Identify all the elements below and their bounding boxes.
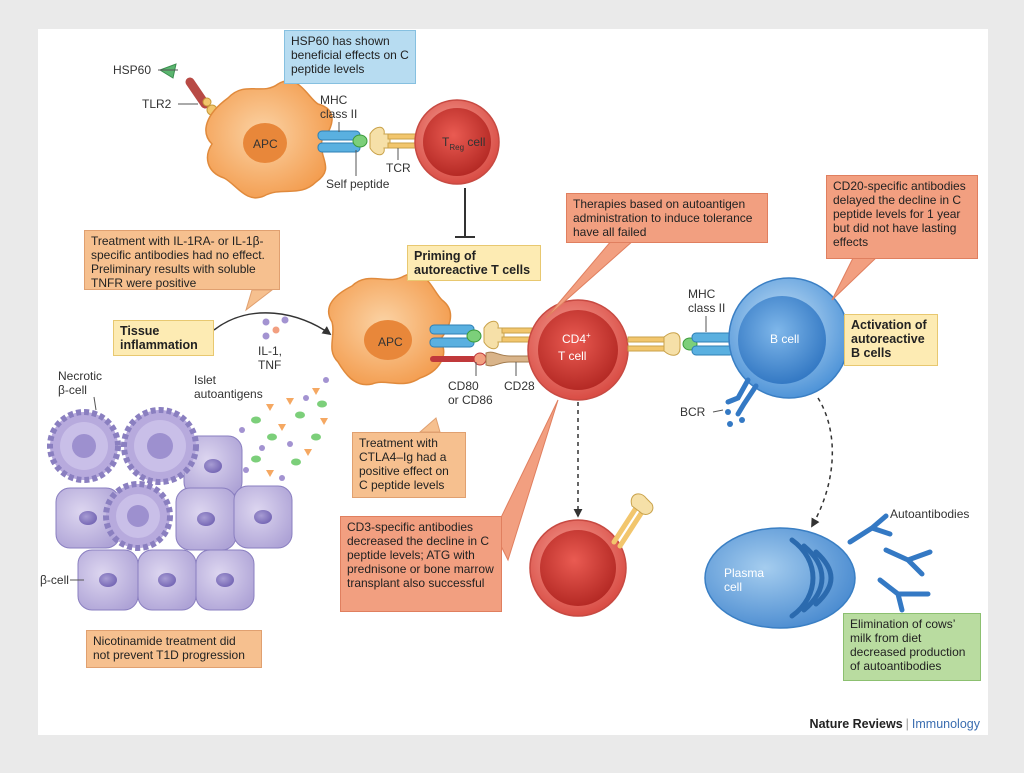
credit-separator: | (905, 717, 909, 731)
bcr-pointer (712, 409, 724, 413)
bcr-label: BCR (680, 405, 706, 419)
mhc-right-label-2: class II (688, 301, 725, 315)
cd3-note: CD3-specific antibodies decreased the de… (340, 516, 502, 612)
necrotic-label-1: Necrotic (58, 369, 102, 383)
bcr-receptor (725, 377, 759, 427)
effector-t-cell-core (540, 530, 616, 606)
hsp60-note: HSP60 has shown beneficial effects on C … (284, 30, 416, 84)
self-peptide-label: Self peptide (326, 177, 390, 191)
treg-cell-core (423, 108, 491, 176)
hsp60-ligand (158, 63, 177, 79)
tissue-inflammation-box: Tissue inflammation (113, 320, 214, 356)
mhc-top-label-1: MHC (320, 93, 348, 107)
bcell-label: B cell (770, 332, 799, 346)
cd86-label: or CD86 (448, 393, 493, 407)
inflammation-arrow (213, 312, 332, 336)
tcr-label: TCR (386, 161, 411, 175)
islet-label-2: autoantigens (194, 387, 263, 401)
ctla4-note: Treatment with CTLA4–Ig had a positive e… (352, 432, 466, 498)
apc-top-nucleus (243, 123, 287, 163)
effector-tcr (611, 493, 654, 549)
autoantibodies-label: Autoantibodies (890, 507, 969, 521)
journal-credit: Nature Reviews|Immunology (810, 717, 980, 731)
autoantigen-note: Therapies based on autoantigen administr… (566, 193, 768, 243)
cd20-note: CD20-specific antibodies delayed the dec… (826, 175, 978, 259)
milk-note: Elimination of cows’ milk from diet decr… (843, 613, 981, 681)
necrotic-pointer (93, 396, 97, 411)
apc-middle-label: APC (378, 335, 403, 349)
mhc-top-label-2: class II (320, 107, 357, 121)
il1-note-tail (245, 289, 274, 312)
necrotic-beta-cells (47, 407, 199, 551)
journal-name: Immunology (911, 717, 980, 731)
autoantibodies-y-shapes (847, 513, 933, 613)
mhc-tcr-complex-bcell (627, 332, 735, 356)
cd4-t-cell-core (538, 310, 618, 390)
b-cell-core (738, 296, 826, 384)
tlr2-label: TLR2 (142, 97, 172, 111)
treg-label: TReg cell (442, 135, 485, 152)
cytokine-particles (262, 316, 289, 340)
tnf-label: TNF (258, 358, 281, 372)
hsp60-label: HSP60 (113, 63, 151, 77)
nicotinamide-note: Nicotinamide treatment did not prevent T… (86, 630, 262, 668)
plasma-label-1: Plasma (724, 566, 764, 580)
mhc-tcr-complex-middle (429, 320, 533, 350)
priming-box: Priming of autoreactive T cells (407, 245, 541, 281)
islet-label-1: Islet (194, 373, 217, 387)
cd80-label: CD80 (448, 379, 479, 393)
plasma-er-lines (789, 537, 834, 619)
beta-cell-cluster (55, 435, 293, 611)
cd80-cd28-costimulation (430, 351, 531, 367)
cd4-label-line2: T cell (558, 349, 586, 363)
islet-autoantigens (239, 377, 329, 481)
publisher-name: Nature Reviews (809, 717, 903, 731)
il1-label: IL-1, (258, 344, 282, 358)
mhc-right-label-1: MHC (688, 287, 716, 301)
apc-top-label: APC (253, 137, 278, 151)
necrotic-label-2: β-cell (58, 383, 87, 397)
apc-middle-nucleus (364, 320, 412, 360)
cd28-label: CD28 (504, 379, 535, 393)
mhc-tcr-complex-top (317, 126, 425, 156)
il1-note: Treatment with IL-1RA- or IL-1β-specific… (84, 230, 280, 290)
cd4-label: CD4+ (562, 331, 591, 346)
activation-b-box: Activation of autoreactive B cells (844, 314, 938, 366)
beta-cell-label: β-cell (40, 573, 69, 587)
plasma-label-2: cell (724, 580, 742, 594)
